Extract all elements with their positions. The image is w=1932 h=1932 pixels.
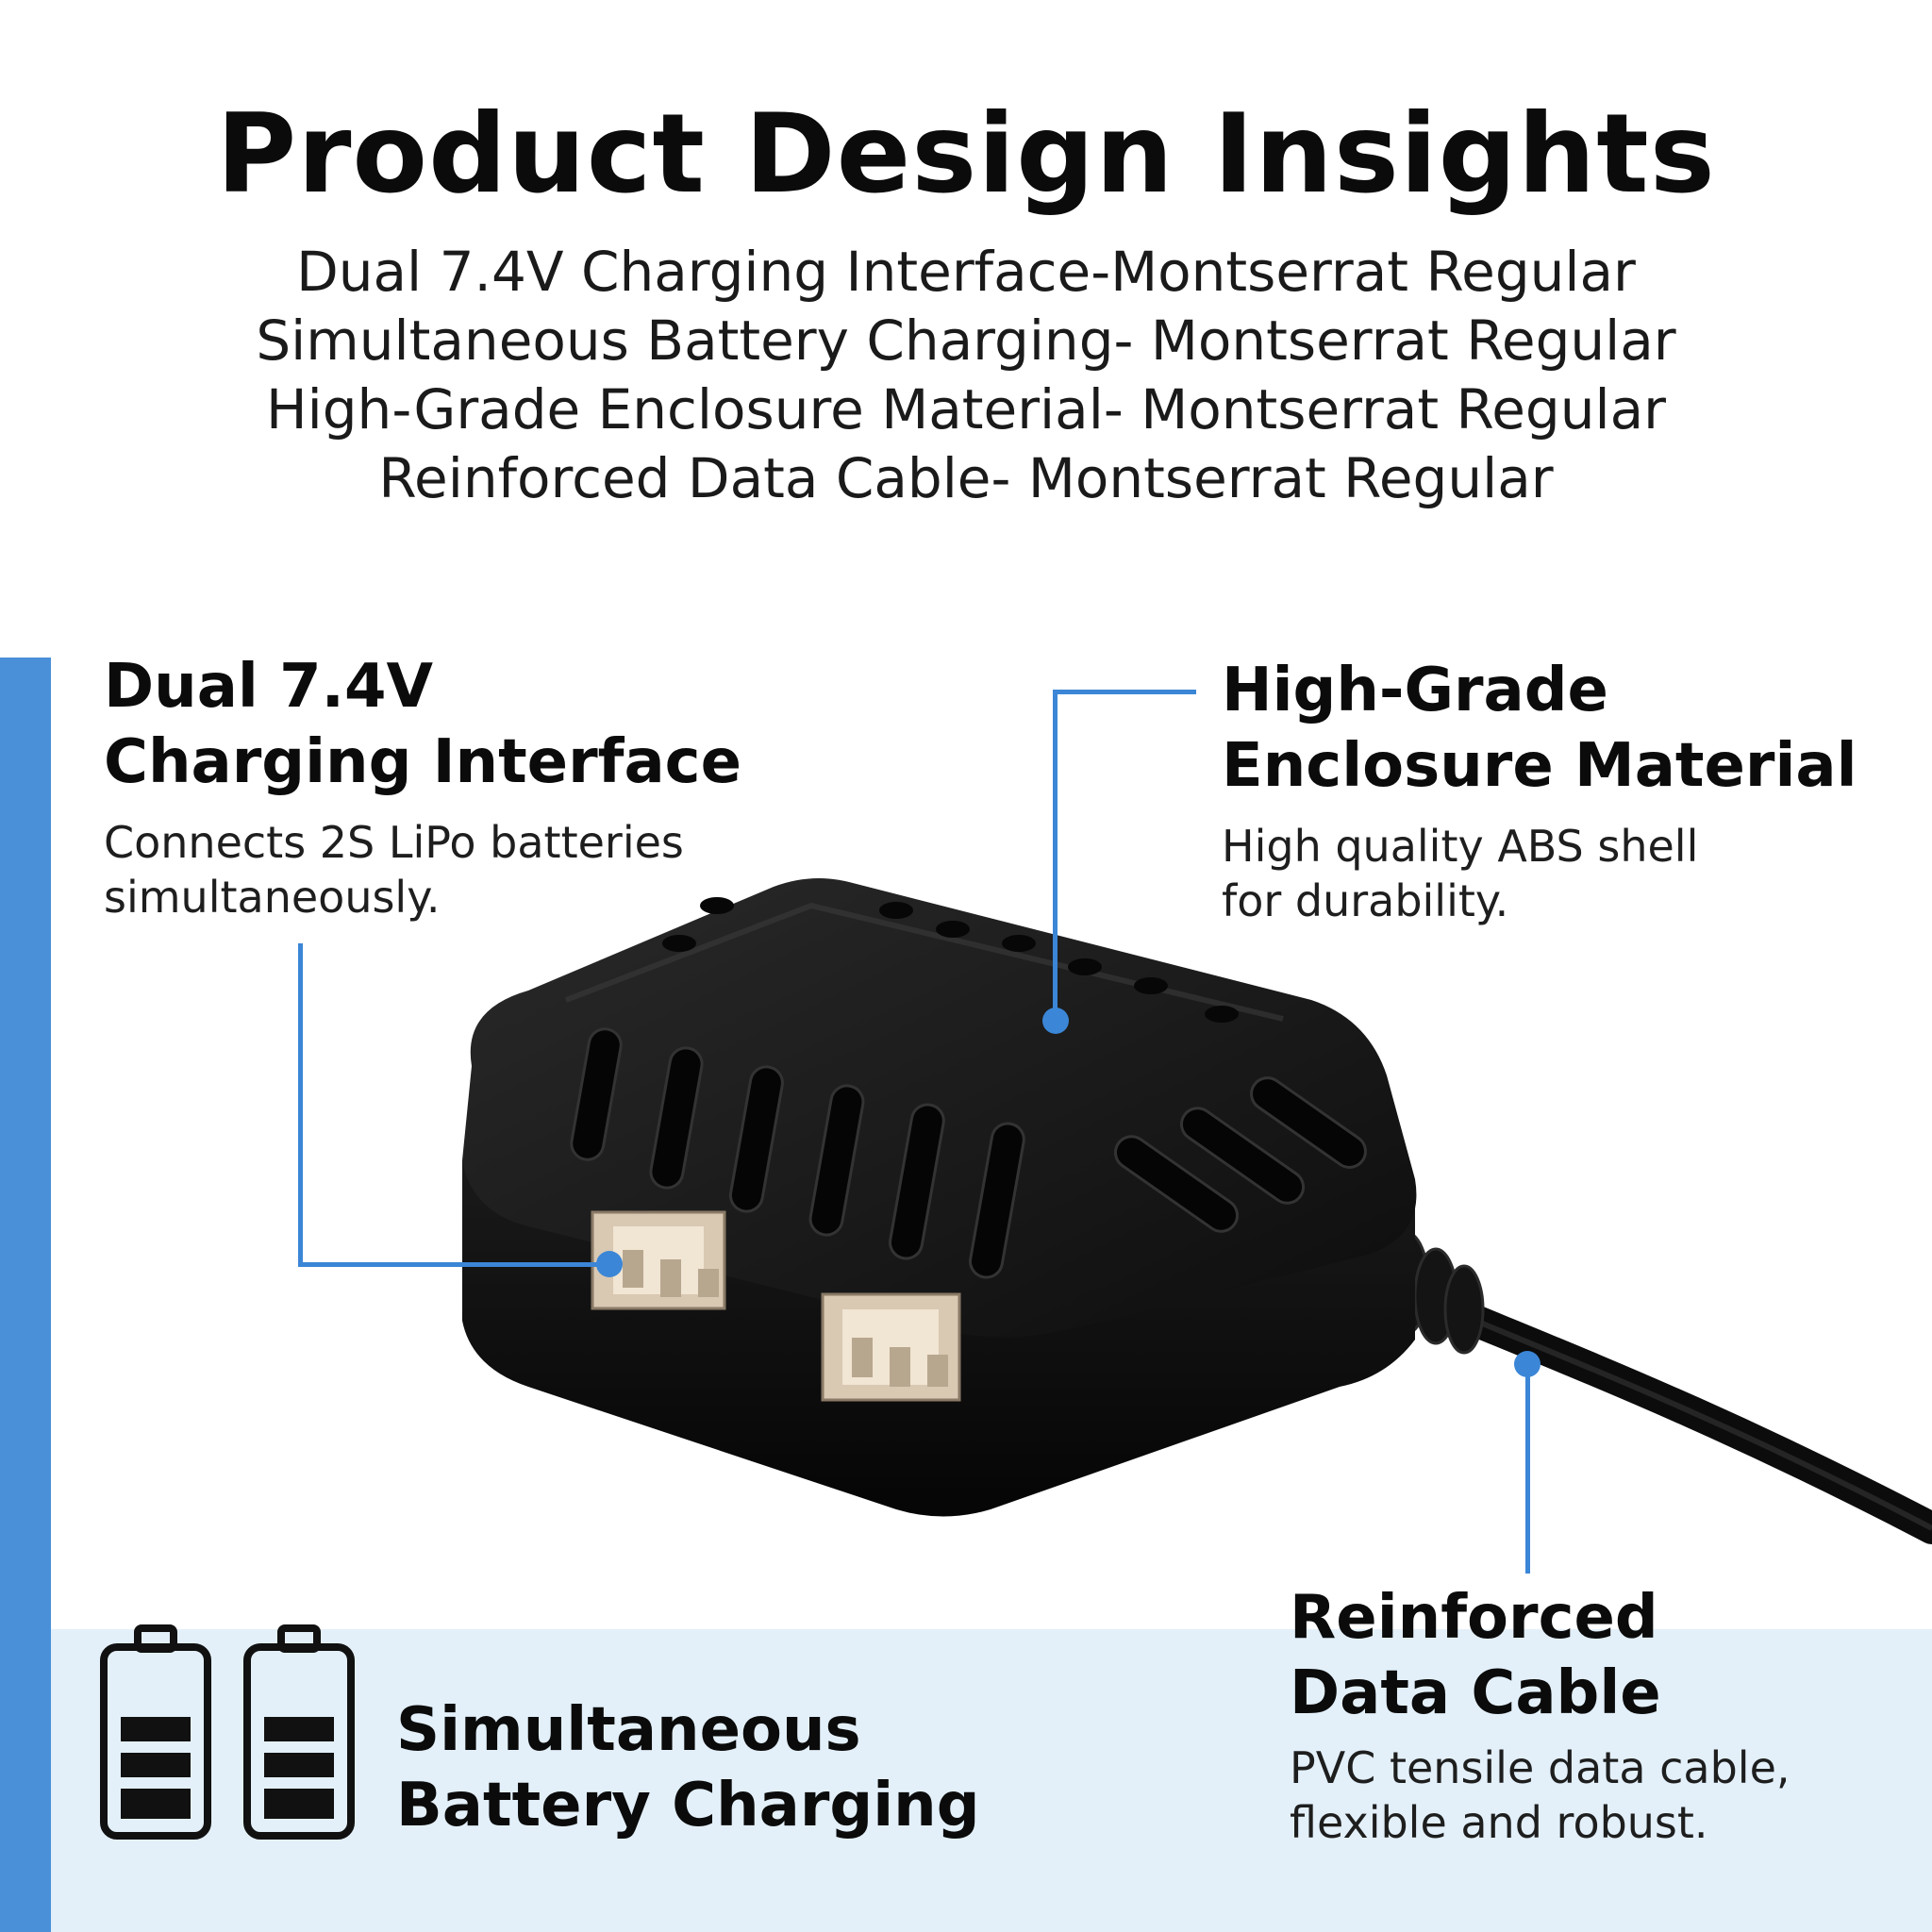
- callout-enclosure-title-line1: High-Grade: [1222, 656, 1608, 725]
- callout-cable-title-line2: Data Cable: [1290, 1658, 1661, 1728]
- callout-cable-title-line1: Reinforced: [1290, 1583, 1658, 1653]
- charger-enclosure: [462, 878, 1417, 1517]
- callout-enclosure-title-line2: Enclosure Material: [1222, 731, 1857, 801]
- bottom-band: [51, 1629, 1932, 1932]
- balance-port-2: [821, 1292, 961, 1402]
- callout-charging-leader-horizontal: [298, 1262, 609, 1267]
- left-accent-bar: [0, 658, 51, 1932]
- subtitle-line: High-Grade Enclosure Material- Montserra…: [266, 377, 1666, 441]
- callout-enclosure-leader-horizontal: [1053, 690, 1196, 694]
- callout-charging-title-line1: Dual 7.4V: [104, 652, 433, 722]
- bottom-feature-line2: Battery Charging: [396, 1771, 980, 1840]
- callout-charging-desc-line2: simultaneously.: [104, 872, 441, 923]
- callout-cable-desc-line1: PVC tensile data cable,: [1290, 1742, 1790, 1793]
- subtitle-line: Dual 7.4V Charging Interface-Montserrat …: [296, 240, 1636, 304]
- callout-enclosure-desc-line2: for durability.: [1222, 875, 1509, 926]
- subtitle-line: Simultaneous Battery Charging- Montserra…: [256, 308, 1676, 373]
- callout-cable-leader-vertical: [1525, 1368, 1530, 1574]
- callout-cable-desc-line2: flexible and robust.: [1290, 1797, 1708, 1848]
- callout-charging-leader-vertical: [298, 943, 303, 1266]
- subtitle-list: Dual 7.4V Charging Interface-Montserrat …: [0, 238, 1932, 513]
- callout-enclosure-dot: [1042, 1008, 1069, 1034]
- callout-charging-title-line2: Charging Interface: [104, 727, 741, 797]
- page-title: Product Design Insights: [216, 91, 1716, 218]
- callout-enclosure-desc-line1: High quality ABS shell: [1222, 821, 1699, 872]
- callout-enclosure-leader-vertical: [1053, 690, 1058, 1010]
- bottom-feature-line1: Simultaneous: [396, 1695, 861, 1765]
- battery-icon: [100, 1624, 355, 1840]
- callout-charging-dot: [596, 1251, 623, 1277]
- callout-charging-desc-line1: Connects 2S LiPo batteries: [104, 817, 684, 868]
- subtitle-line: Reinforced Data Cable- Montserrat Regula…: [378, 446, 1554, 510]
